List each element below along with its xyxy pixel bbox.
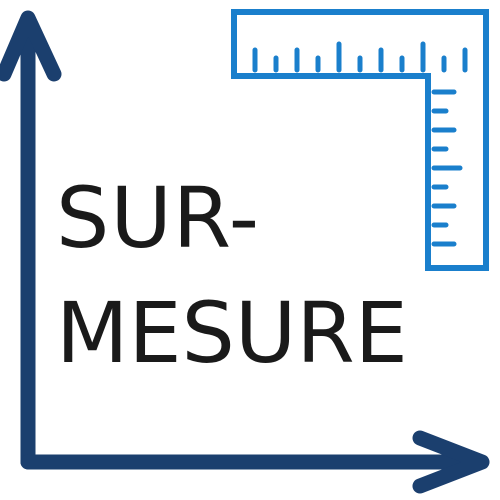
ruler-side-ticks: [431, 89, 463, 247]
ruler-outline: [231, 9, 489, 271]
y-axis-arrowhead: [0, 10, 62, 82]
x-axis-arrowhead: [412, 430, 490, 494]
logo-word-line-1: SUR-: [56, 169, 261, 267]
logo-word-line-2: MESURE: [56, 284, 408, 382]
ruler-top-ticks: [252, 41, 468, 73]
